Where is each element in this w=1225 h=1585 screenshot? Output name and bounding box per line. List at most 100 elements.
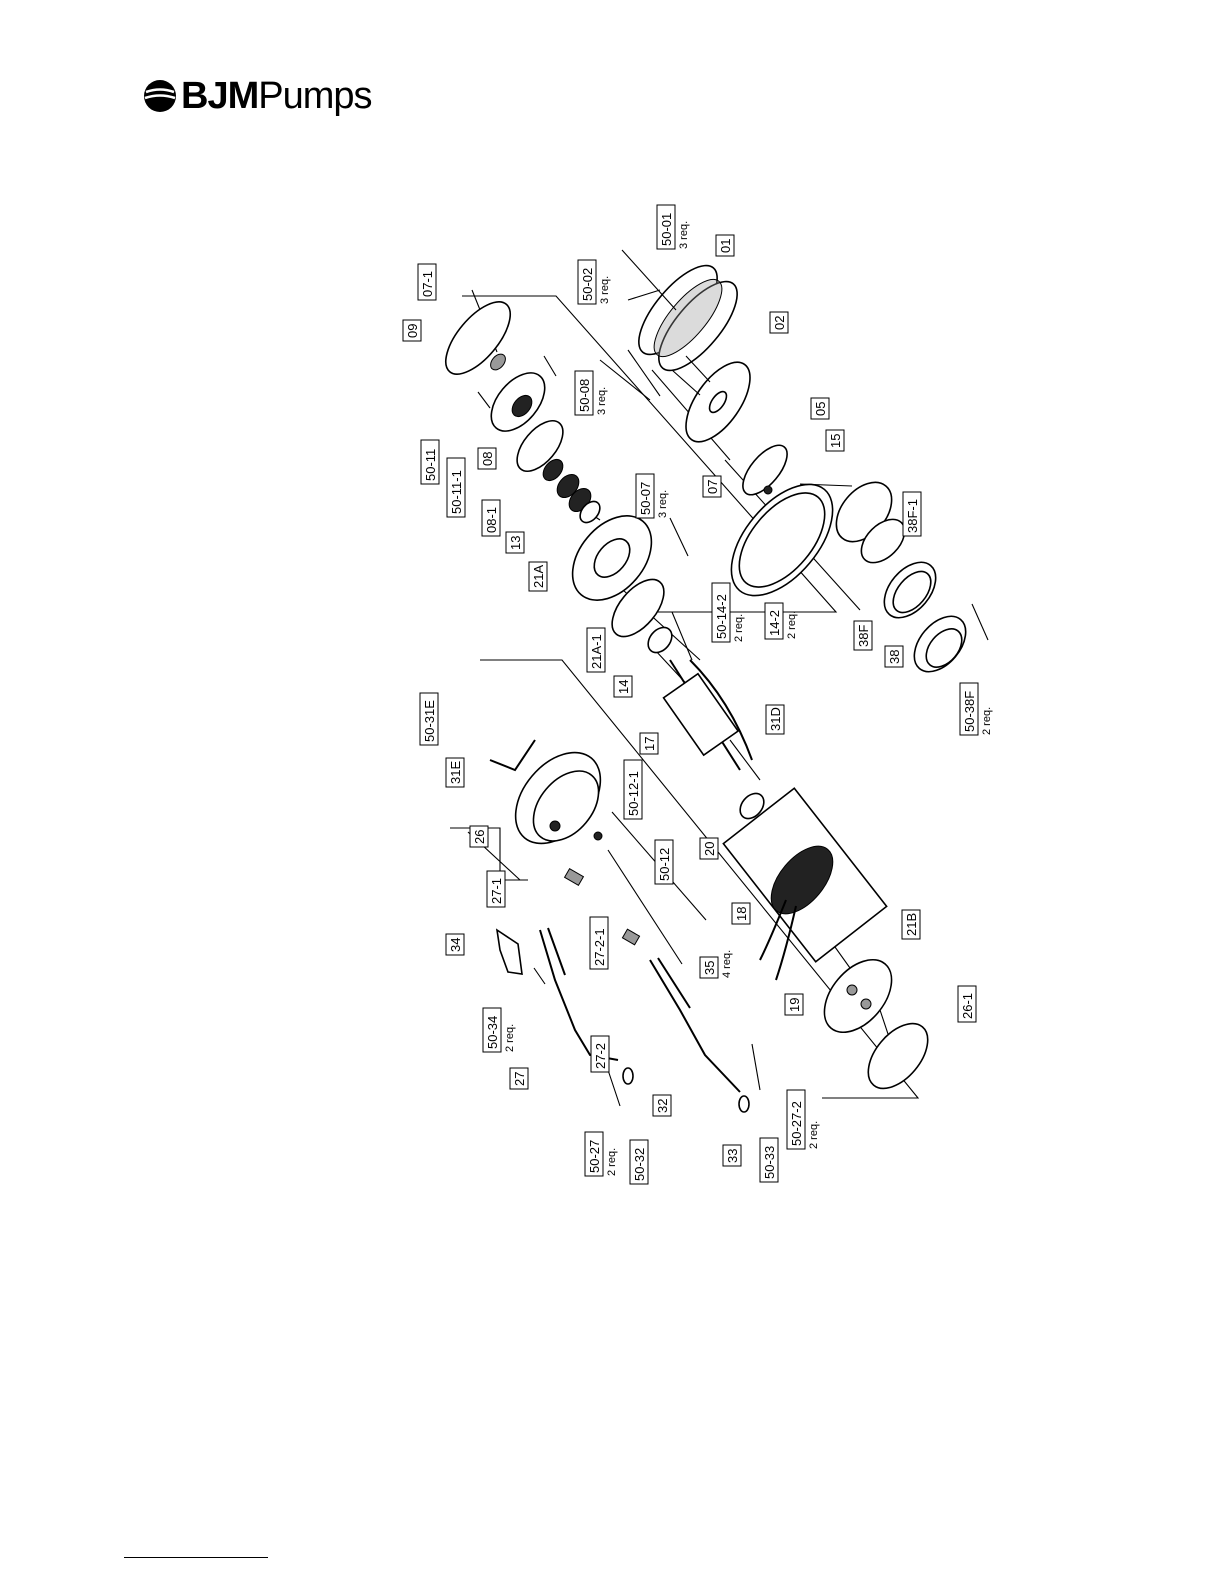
callout-number: 50-11 <box>423 449 438 481</box>
callout-08-1: 08-1 <box>481 499 501 537</box>
callout-number: 50-34 <box>485 1016 500 1049</box>
callout-box <box>639 732 659 755</box>
callout-box <box>765 704 785 735</box>
callout-number: 50-38F <box>962 691 977 732</box>
brand-pumps: Pumps <box>258 74 372 117</box>
callout-08: 08 <box>477 447 497 470</box>
callout-27-2: 27-2 <box>590 1035 610 1073</box>
callout-09: 09 <box>402 319 422 342</box>
callout-box <box>711 582 731 643</box>
part-50-02-bolt <box>627 349 661 397</box>
callout-number: 05 <box>813 402 828 416</box>
part-26-motor-cover <box>514 751 602 845</box>
callout-box <box>584 1131 604 1177</box>
part-14-bearing <box>647 626 673 654</box>
part-33-clamp <box>738 1095 750 1113</box>
callout-box <box>469 825 489 848</box>
part-21b-endcap <box>823 958 893 1034</box>
callout-21a-1: 21A-1 <box>586 627 606 673</box>
callout-box <box>577 259 597 305</box>
callout-quantity: 3 req. <box>678 221 690 249</box>
part-01-strainer <box>638 264 738 372</box>
part-18-stator <box>722 787 888 981</box>
callout-number: 27 <box>512 1072 527 1086</box>
callout-27-2-1: 27-2-1 <box>589 916 609 970</box>
callout-number: 31D <box>768 707 783 731</box>
part-07-1-oring <box>445 301 511 375</box>
callout-number: 50-27 <box>587 1140 602 1173</box>
part-13-mechanical-seal <box>542 458 601 524</box>
callout-box <box>420 439 440 485</box>
part-27-1-grommet <box>563 867 585 887</box>
callout-38f: 38F <box>853 620 873 651</box>
part-20-bearing <box>739 792 765 820</box>
callout-50-11-1: 50-11-1 <box>446 457 466 518</box>
callout-number: 50-01 <box>659 213 674 246</box>
callout-07: 07 <box>702 475 722 498</box>
callout-number: 50-11-1 <box>449 470 464 514</box>
callout-number: 26-1 <box>960 993 975 1019</box>
callout-50-31e: 50-31E <box>419 692 439 746</box>
part-50-07-bolt <box>669 517 689 557</box>
callout-number: 07-1 <box>420 271 435 297</box>
callout-number: 18 <box>734 907 749 921</box>
callout-number: 07 <box>705 480 720 494</box>
callout-number: 50-12-1 <box>626 771 641 816</box>
part-50-14-2-screw <box>671 611 693 661</box>
part-50-12-1-washer <box>593 831 603 841</box>
part-38-fitting <box>913 615 967 673</box>
callout-box <box>590 1035 610 1073</box>
callout-box <box>702 475 722 498</box>
part-15-nut <box>763 485 773 495</box>
part-35-rod <box>607 849 683 965</box>
callout-box <box>825 429 845 452</box>
callout-number: 38F <box>856 625 871 647</box>
callout-number: 19 <box>787 998 802 1012</box>
part-02-plate <box>671 355 751 443</box>
callout-box <box>505 531 525 554</box>
callout-number: 17 <box>642 737 657 751</box>
bjm-pumps-logo: BJM Pumps <box>143 74 373 118</box>
callout-01: 01 <box>715 234 735 257</box>
callout-number: 13 <box>508 536 523 550</box>
callout-number: 14-2 <box>767 610 782 636</box>
callout-50-32: 50-32 <box>629 1139 649 1185</box>
callout-quantity: 2 req. <box>504 1024 516 1052</box>
callout-box <box>786 1089 806 1150</box>
part-27-2-cable <box>649 957 741 1093</box>
part-32-clamp <box>622 1067 634 1085</box>
part-50-38f-bolt <box>971 603 989 641</box>
callout-box <box>613 675 633 698</box>
callout-quantity: 2 req. <box>786 611 798 639</box>
callout-50-11: 50-11 <box>420 439 440 485</box>
callout-box <box>764 602 784 640</box>
callout-box <box>589 916 609 970</box>
callout-box <box>509 1067 529 1090</box>
footer-rule <box>124 1557 268 1558</box>
callout-box <box>902 491 922 537</box>
callout-box <box>574 370 594 416</box>
callout-number: 33 <box>725 1149 740 1163</box>
part-31d-wire <box>689 659 753 761</box>
part-08-1-oring <box>516 420 564 472</box>
part-50-27-2-bolt <box>751 1043 761 1091</box>
callout-number: 08-1 <box>484 507 499 533</box>
callout-number: 50-33 <box>762 1146 777 1179</box>
callout-quantity: 3 req. <box>596 387 608 415</box>
callout-box <box>957 985 977 1023</box>
callout-box <box>477 447 497 470</box>
callout-box <box>959 682 979 736</box>
callout-box <box>654 839 674 885</box>
callout-34: 34 <box>445 933 465 956</box>
callout-number: 21B <box>904 913 919 936</box>
callout-number: 09 <box>405 324 420 338</box>
callout-number: 50-27-2 <box>789 1101 804 1146</box>
callout-50-33: 50-33 <box>759 1137 779 1183</box>
callout-26: 26 <box>469 825 489 848</box>
callout-13: 13 <box>505 531 525 554</box>
callout-21b: 21B <box>901 909 921 940</box>
